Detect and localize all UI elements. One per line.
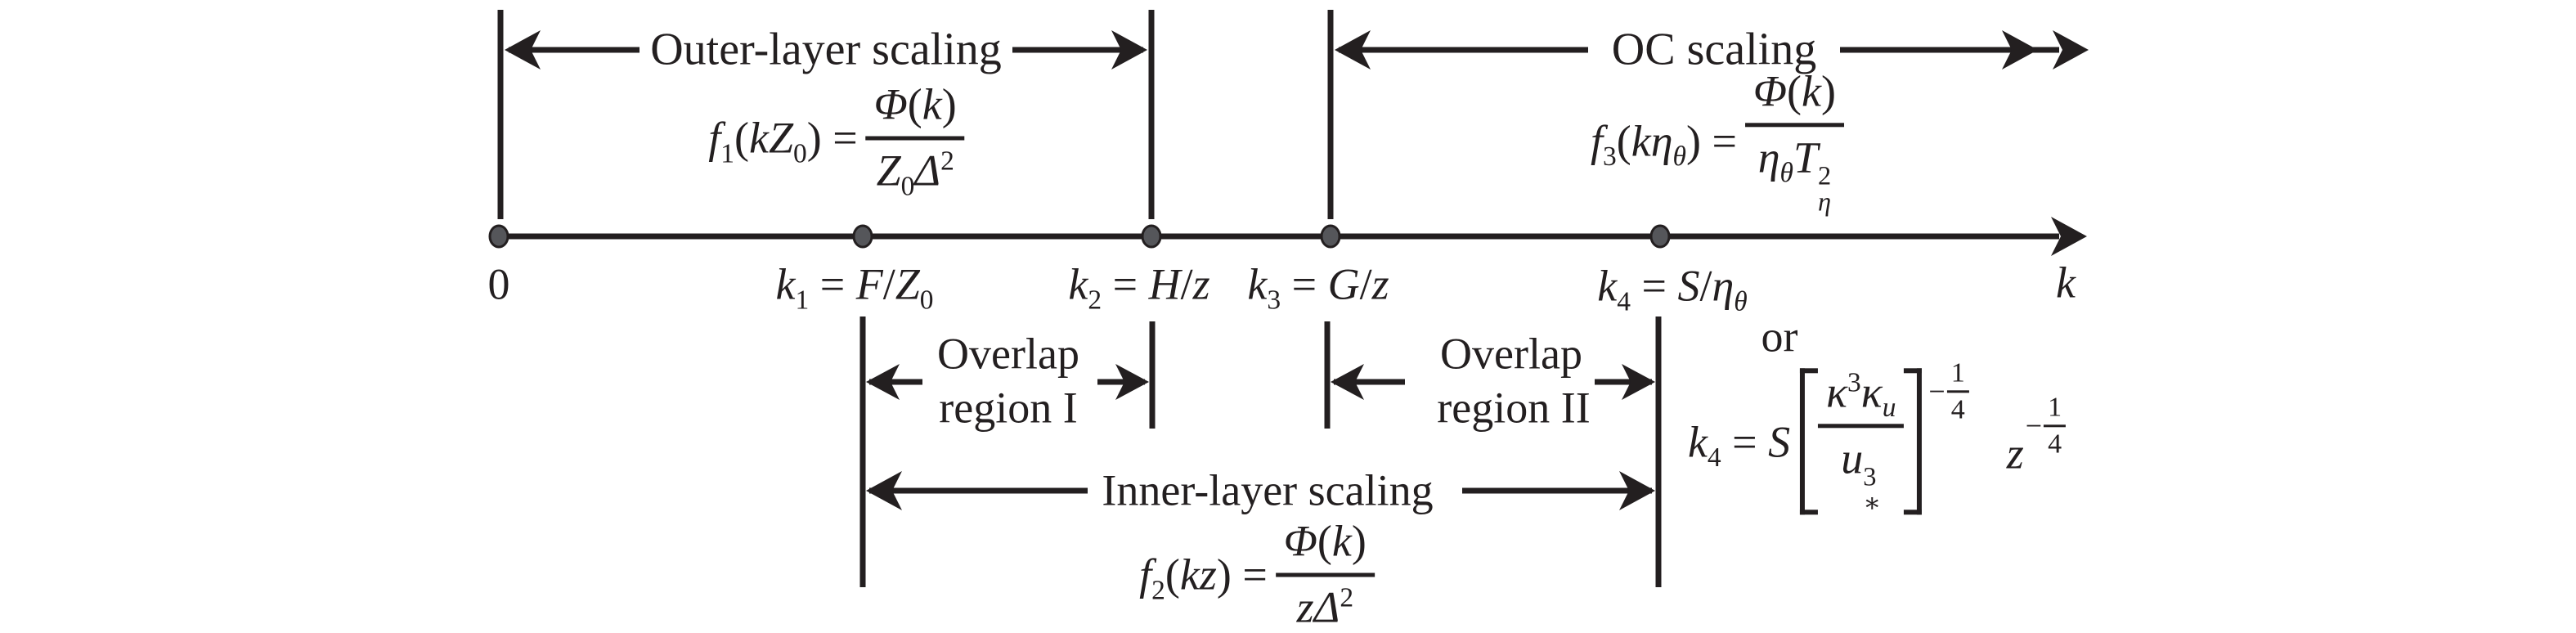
overlap1-arrowhead-left	[866, 364, 900, 400]
outer-layer-formula: f1(kZ0) = Φ(k) Z0Δ2	[708, 79, 965, 202]
bracket-exponent: − 1 4	[1928, 357, 1969, 425]
oc-scaling-title: OC scaling	[1611, 24, 1817, 75]
k4-frac-numerator: κ3κu	[1818, 366, 1905, 429]
z-exponent-numerator: 1	[2044, 392, 2067, 428]
f1-denominator: Z0Δ2	[876, 146, 954, 202]
inner-layer-scaling-title: Inner-layer scaling	[1102, 465, 1434, 515]
axis-label-k2: k2 = H/z	[1068, 259, 1210, 316]
axis-label-k1: k1 = F/Z0	[775, 259, 934, 316]
outer-arrowhead-left	[505, 30, 541, 70]
outer-layer-scaling-title: Outer-layer scaling	[650, 24, 1002, 75]
exponent-minus: −	[1928, 374, 1945, 407]
axis-label-origin: 0	[487, 259, 510, 309]
exponent-fraction: 1 4	[1946, 357, 1969, 425]
f3-numerator: Φ(k)	[1744, 65, 1844, 128]
exponent-numerator: 1	[1946, 357, 1969, 393]
overlap2-arrowhead-right	[1622, 364, 1655, 400]
z-symbol: z	[2006, 428, 2024, 478]
overlap1-label-line2: region I	[939, 383, 1078, 433]
overlap2-label-line1: Overlap	[1440, 329, 1582, 379]
axis-dot-k1	[852, 224, 873, 249]
axis-dot-k2	[1141, 224, 1162, 249]
axis-arrowhead	[2051, 217, 2087, 256]
or-label: or	[1761, 312, 1798, 361]
f1-lhs: f1(kZ0) =	[708, 113, 858, 168]
overlap2-arrowhead-left	[1331, 364, 1364, 400]
oc-arrowhead-left	[1335, 30, 1371, 70]
inner-arrowhead-right	[1619, 471, 1655, 510]
f2-lhs: f2(kz) =	[1139, 550, 1268, 605]
f2-numerator: Φ(k)	[1275, 516, 1375, 577]
z-exponent: − 1 4	[2025, 392, 2067, 460]
exponent-denominator: 4	[1950, 394, 1965, 425]
overlap2-label-line2: region II	[1437, 383, 1591, 433]
axis-end-label: k	[2056, 258, 2076, 308]
f2-denominator: zΔ2	[1296, 582, 1354, 632]
z-exponent-denominator: 4	[2048, 429, 2062, 460]
overlap1-arrowhead-right	[1115, 364, 1149, 400]
z-term: z − 1 4	[2006, 393, 2067, 486]
axis-dot-origin	[488, 224, 509, 249]
f1-fraction: Φ(k) Z0Δ2	[865, 79, 965, 202]
left-bracket	[1800, 368, 1819, 515]
right-bracket	[1904, 368, 1923, 515]
oc-arrowhead-right-2	[2053, 30, 2089, 70]
axis-dot-k4	[1649, 224, 1671, 249]
inner-layer-formula: f2(kz) = Φ(k) zΔ2	[1139, 516, 1375, 633]
axis-label-k3: k3 = G/z	[1247, 259, 1389, 316]
z-exponent-fraction: 1 4	[2044, 392, 2067, 460]
f1-numerator: Φ(k)	[865, 79, 965, 141]
z-exponent-minus: −	[2025, 408, 2043, 442]
k4-lhs: k4 = S	[1687, 416, 1791, 473]
outer-arrowhead-right	[1111, 30, 1147, 70]
overlap1-label-line1: Overlap	[937, 329, 1079, 379]
f3-lhs: f3(kηθ) =	[1591, 115, 1737, 172]
axis-dot-k3	[1320, 224, 1341, 249]
f2-fraction: Φ(k) zΔ2	[1275, 516, 1375, 633]
axis-label-k4: k4 = S/ηθ	[1597, 261, 1748, 317]
oc-arrowhead-right-1	[2002, 30, 2038, 70]
inner-arrowhead-left	[866, 471, 902, 510]
